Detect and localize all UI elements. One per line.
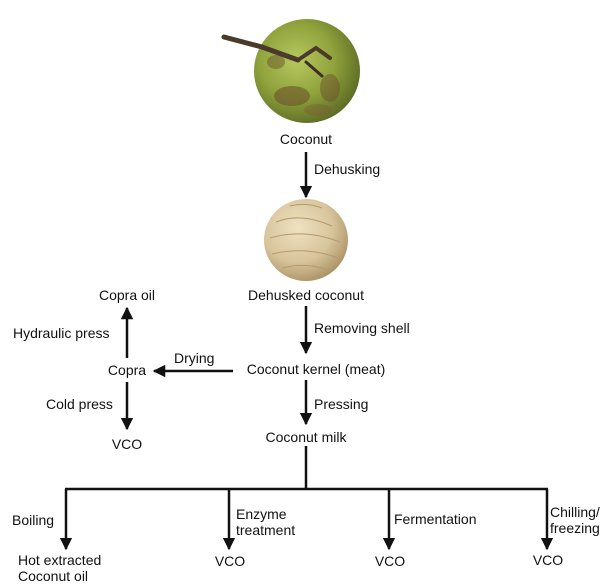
process-chilling-freezing: Chilling/ freezing — [550, 504, 600, 536]
node-hot-extracted-oil: Hot extracted Coconut oil — [18, 552, 101, 584]
node-dehusked-coconut: Dehusked coconut — [248, 287, 364, 303]
node-coconut-milk: Coconut milk — [266, 429, 347, 445]
process-removing-shell: Removing shell — [314, 320, 410, 336]
node-vco-chilling: VCO — [533, 552, 563, 568]
process-fermentation: Fermentation — [394, 511, 476, 527]
node-vco-copra: VCO — [112, 436, 142, 452]
process-dehusking: Dehusking — [314, 161, 380, 177]
process-drying: Drying — [174, 350, 214, 366]
process-boiling: Boiling — [12, 512, 54, 528]
node-coconut-kernel: Coconut kernel (meat) — [247, 361, 386, 377]
node-vco-enzyme: VCO — [215, 553, 245, 569]
node-coconut: Coconut — [280, 131, 332, 147]
process-pressing: Pressing — [314, 396, 368, 412]
node-vco-fermentation: VCO — [375, 553, 405, 569]
node-copra-oil: Copra oil — [99, 287, 155, 303]
green-coconut-illustration — [224, 19, 360, 123]
node-copra: Copra — [108, 362, 146, 378]
process-enzyme-treatment: Enzyme treatment — [236, 506, 295, 538]
process-cold-press: Cold press — [46, 396, 113, 412]
process-hydraulic-press: Hydraulic press — [13, 325, 109, 341]
dehusked-coconut-illustration — [264, 199, 348, 281]
